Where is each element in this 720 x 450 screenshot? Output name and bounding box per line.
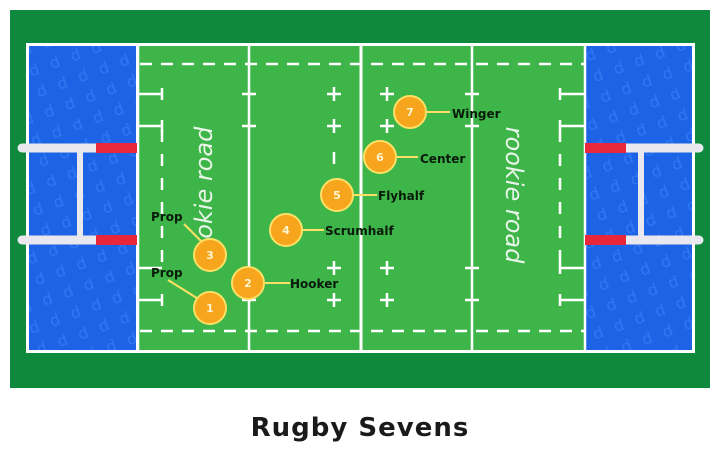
player-label: Scrumhalf bbox=[325, 224, 394, 238]
goal-posts-right bbox=[585, 143, 704, 245]
diagram-title: Rugby Sevens bbox=[251, 413, 470, 443]
player-7-marker[interactable] bbox=[393, 95, 427, 129]
player-label: Winger bbox=[452, 107, 501, 121]
player-1-marker[interactable] bbox=[193, 291, 227, 325]
player-2-marker[interactable] bbox=[231, 266, 265, 300]
field-lines bbox=[136, 46, 587, 350]
brand-watermark-right: rookie road bbox=[500, 127, 528, 264]
player-number: 6 bbox=[376, 151, 384, 164]
players bbox=[193, 95, 427, 325]
player-number: 1 bbox=[206, 302, 214, 315]
player-number: 2 bbox=[244, 277, 252, 290]
player-label: Prop bbox=[151, 210, 183, 224]
player-label: Hooker bbox=[290, 277, 338, 291]
player-5-marker[interactable] bbox=[320, 178, 354, 212]
connectors bbox=[167, 111, 450, 301]
player-number: 4 bbox=[282, 224, 290, 237]
player-label: Center bbox=[420, 152, 465, 166]
goal-posts-left bbox=[17, 143, 137, 245]
player-4-marker[interactable] bbox=[269, 213, 303, 247]
player-label: Flyhalf bbox=[378, 189, 425, 203]
player-number: 7 bbox=[406, 106, 414, 119]
player-label: Prop bbox=[151, 266, 183, 280]
player-3-marker[interactable] bbox=[193, 238, 227, 272]
player-number: 5 bbox=[333, 189, 341, 202]
player-6-marker[interactable] bbox=[363, 140, 397, 174]
player-number: 3 bbox=[206, 249, 214, 262]
